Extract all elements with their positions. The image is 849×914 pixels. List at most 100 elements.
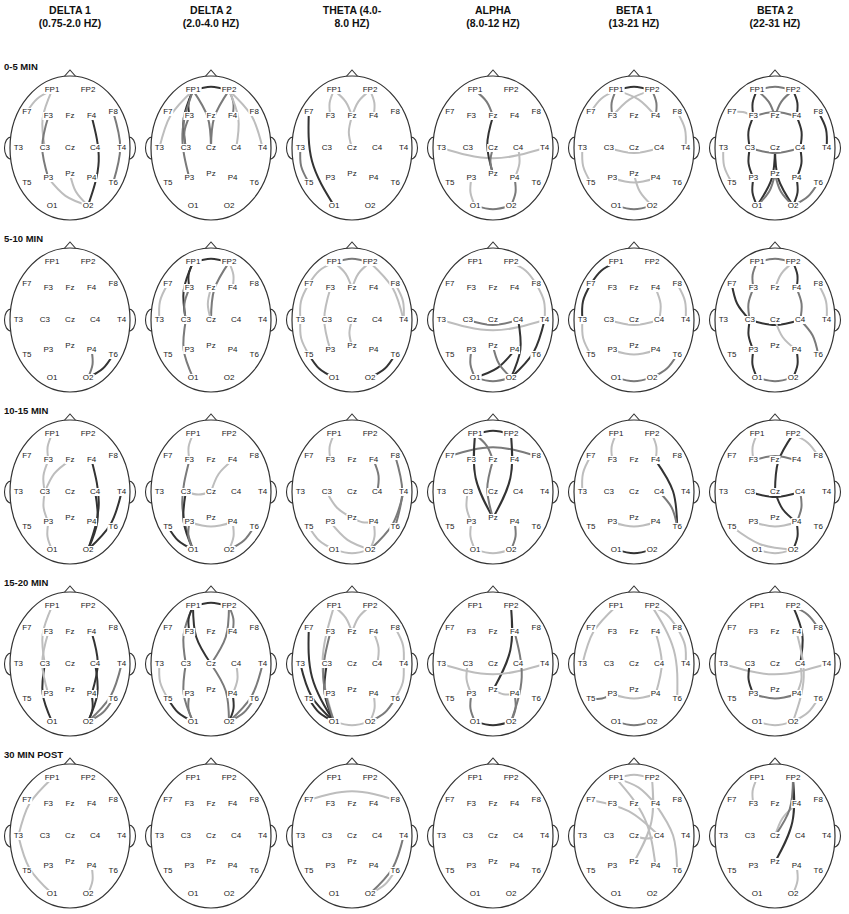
electrode-label: P3: [747, 518, 759, 526]
time-label: 15-20 MIN: [4, 578, 48, 588]
electrode-label: Pz: [346, 514, 357, 522]
electrode-label: O2: [787, 374, 800, 382]
electrode-label: P4: [86, 518, 98, 526]
electrode-label: T3: [718, 144, 729, 152]
scalp: [433, 420, 553, 564]
electrode-label: T6: [249, 867, 260, 875]
electrode-label: F8: [531, 280, 542, 288]
electrode-label: O2: [364, 546, 377, 554]
electrode-label: FP1: [467, 774, 484, 782]
electrode-label: C4: [794, 316, 806, 324]
electrode-label: Pz: [769, 342, 780, 350]
electrode-label: T4: [539, 316, 550, 324]
electrode-label: C3: [321, 144, 333, 152]
electrode-label: T3: [13, 316, 24, 324]
band-header: BETA 2 (22-31 HZ): [749, 4, 802, 30]
electrode-label: C3: [744, 316, 756, 324]
electrode-label: F3: [607, 628, 618, 636]
scalp: [151, 764, 271, 908]
electrode-label: C4: [89, 316, 101, 324]
electrode-label: FP2: [785, 258, 802, 266]
head-outline: [146, 70, 277, 220]
electrode-label: O2: [82, 546, 95, 554]
electrode-label: T6: [390, 867, 401, 875]
electrode-label: F8: [108, 624, 119, 632]
time-label: 5-10 MIN: [4, 234, 43, 244]
electrode-label: FP2: [503, 774, 520, 782]
electrode-label: O1: [328, 718, 341, 726]
electrode-label: C4: [653, 832, 665, 840]
coherence-line: [677, 284, 686, 320]
electrode-label: F7: [21, 624, 32, 632]
electrode-label: FP1: [326, 774, 343, 782]
electrode-label: T5: [585, 523, 596, 531]
electrode-label: Cz: [769, 660, 781, 668]
coherence-line: [182, 460, 193, 549]
electrode-label: O2: [505, 718, 518, 726]
electrode-label: O1: [469, 374, 482, 382]
electrode-label: F4: [650, 628, 661, 636]
electrode-label: F4: [227, 628, 238, 636]
electrode-label: C3: [39, 316, 51, 324]
electrode-label: C3: [180, 144, 192, 152]
electrode-label: Pz: [487, 686, 498, 694]
electrode-label: O2: [223, 546, 236, 554]
electrode-label: T4: [116, 660, 127, 668]
electrode-label: F4: [368, 112, 379, 120]
coherence-lines: [18, 87, 827, 894]
band-header: BETA 1 (13-21 HZ): [608, 4, 661, 30]
electrode-label: P4: [368, 690, 380, 698]
electrode-label: T5: [726, 695, 737, 703]
scalp: [292, 592, 412, 736]
scalp: [151, 76, 271, 220]
electrode-label: FP1: [44, 258, 61, 266]
electrode-label: T5: [303, 179, 314, 187]
electrode-label: FP2: [785, 774, 802, 782]
electrode-label: T4: [539, 144, 550, 152]
electrode-label: F8: [390, 796, 401, 804]
electrode-label: F3: [43, 456, 54, 464]
electrode-label: T4: [257, 316, 268, 324]
electrode-label: C4: [230, 316, 242, 324]
electrode-label: F8: [531, 452, 542, 460]
electrode-label: O2: [787, 546, 800, 554]
electrode-label: C4: [653, 488, 665, 496]
electrode-label: Pz: [628, 514, 639, 522]
electrode-label: T6: [108, 867, 119, 875]
electrode-label: F8: [813, 108, 824, 116]
electrode-label: FP1: [467, 86, 484, 94]
coherence-line: [800, 320, 818, 355]
electrode-label: T4: [539, 488, 550, 496]
electrode-label: F7: [303, 108, 314, 116]
electrode-label: FP1: [326, 430, 343, 438]
electrode-label: O2: [223, 718, 236, 726]
head-outline: [428, 414, 559, 564]
electrode-label: O1: [328, 374, 341, 382]
electrode-label: O2: [364, 890, 377, 898]
electrode-label: T6: [531, 179, 542, 187]
electrode-label: T4: [680, 832, 691, 840]
scalp: [10, 764, 130, 908]
electrode-label: F3: [43, 628, 54, 636]
electrode-label: T6: [108, 179, 119, 187]
scalp: [433, 764, 553, 908]
electrode-label: F7: [726, 452, 737, 460]
electrode-label: P4: [227, 518, 239, 526]
electrode-label: FP2: [221, 774, 238, 782]
electrode-label: O1: [610, 546, 623, 554]
electrode-label: C4: [794, 660, 806, 668]
electrode-label: C3: [744, 832, 756, 840]
head-outline: [569, 414, 700, 564]
electrode-label: FP1: [467, 602, 484, 610]
electrode-label: O1: [46, 718, 59, 726]
electrode-label: T4: [398, 144, 409, 152]
electrode-label: P3: [324, 862, 336, 870]
electrode-label: Pz: [346, 170, 357, 178]
electrode-label: O2: [646, 202, 659, 210]
electrode-label: O2: [364, 718, 377, 726]
electrode-label: Fz: [629, 628, 640, 636]
electrode-label: T5: [726, 523, 737, 531]
electrode-label: FP1: [608, 774, 625, 782]
electrode-label: Cz: [346, 660, 358, 668]
electrode-label: P4: [509, 518, 521, 526]
